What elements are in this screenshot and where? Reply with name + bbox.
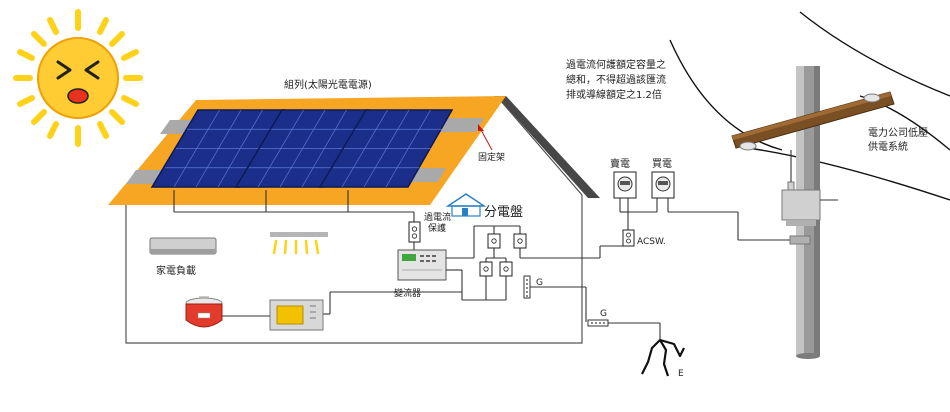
pole-transformer-icon xyxy=(781,181,821,245)
sell-meter-label: 賣電 xyxy=(610,157,630,170)
appliance-load-label: 家電負載 xyxy=(156,264,196,277)
overcurrent-label-2: 保護 xyxy=(428,222,446,234)
rice-cooker-icon xyxy=(185,296,223,328)
buy-meter-icon xyxy=(651,171,675,199)
air-conditioner-icon xyxy=(149,237,217,255)
utility-label-2: 供電系統 xyxy=(868,140,908,153)
sell-meter-icon xyxy=(613,171,637,199)
breaker-note-line-3: 排或導線額定之1.2倍 xyxy=(566,88,662,101)
bracket-label: 固定架 xyxy=(478,151,505,163)
ground-bus-2 xyxy=(587,319,609,327)
panelboard-wiring xyxy=(323,225,628,315)
roof-gable xyxy=(494,96,600,198)
pv-panel-3 xyxy=(318,109,454,188)
crossarm xyxy=(731,91,895,149)
pole-wires xyxy=(790,150,838,201)
microwave-icon xyxy=(269,299,324,331)
bracket-pointer xyxy=(479,127,493,151)
ceiling-light-icon xyxy=(270,232,328,255)
ground-bus-1 xyxy=(523,275,531,299)
earth-electrode-icon xyxy=(641,338,685,377)
ac-switch-label: ACSW. xyxy=(637,237,666,247)
meter-wiring xyxy=(619,198,792,241)
breaker-note-line-1: 過電流何護額定容量之 xyxy=(566,58,666,71)
inverter xyxy=(397,249,447,281)
dc-wiring xyxy=(173,190,415,250)
overcurrent-label-1: 過電流 xyxy=(424,211,451,223)
panelboard-breakers xyxy=(479,233,527,277)
panelboard-logo xyxy=(445,193,487,217)
sun-icon xyxy=(13,9,143,147)
breaker-note-line-2: 總和，不得超過該匯流 xyxy=(566,73,666,86)
overcurrent-breaker xyxy=(408,221,421,243)
ground-label-2: G xyxy=(600,309,607,319)
utility-label-1: 電力公司低壓 xyxy=(868,126,928,139)
earth-label: E xyxy=(678,369,684,379)
buy-meter-label: 買電 xyxy=(652,158,672,170)
ground-label-1: G xyxy=(536,278,543,288)
ac-switch xyxy=(622,229,635,247)
panelboard-label: 分電盤 xyxy=(484,205,523,220)
array-label: 組列(太陽光電電源) xyxy=(284,78,372,91)
insulators xyxy=(739,93,881,151)
overhead-wires xyxy=(669,11,950,201)
inverter-label: 變流器 xyxy=(394,287,421,299)
